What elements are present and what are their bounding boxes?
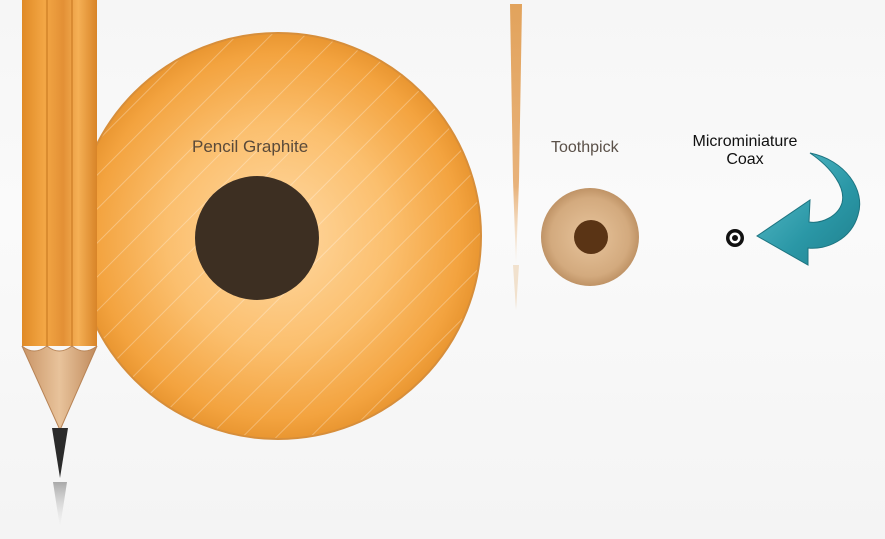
coax-cross-section [726, 229, 744, 247]
pencil-graphite-label: Pencil Graphite [192, 137, 309, 156]
coax-label-line1: Microminiature [692, 133, 798, 150]
toothpick-core [574, 220, 608, 254]
pencil-icon [21, 0, 98, 528]
coax-label-line2: Coax [726, 151, 764, 169]
coax-label: Microminiature Coax [686, 133, 804, 170]
toothpick-label: Toothpick [551, 139, 619, 156]
curved-arrow-icon [756, 152, 861, 266]
graphite-core [195, 176, 319, 300]
toothpick-icon [510, 4, 522, 310]
